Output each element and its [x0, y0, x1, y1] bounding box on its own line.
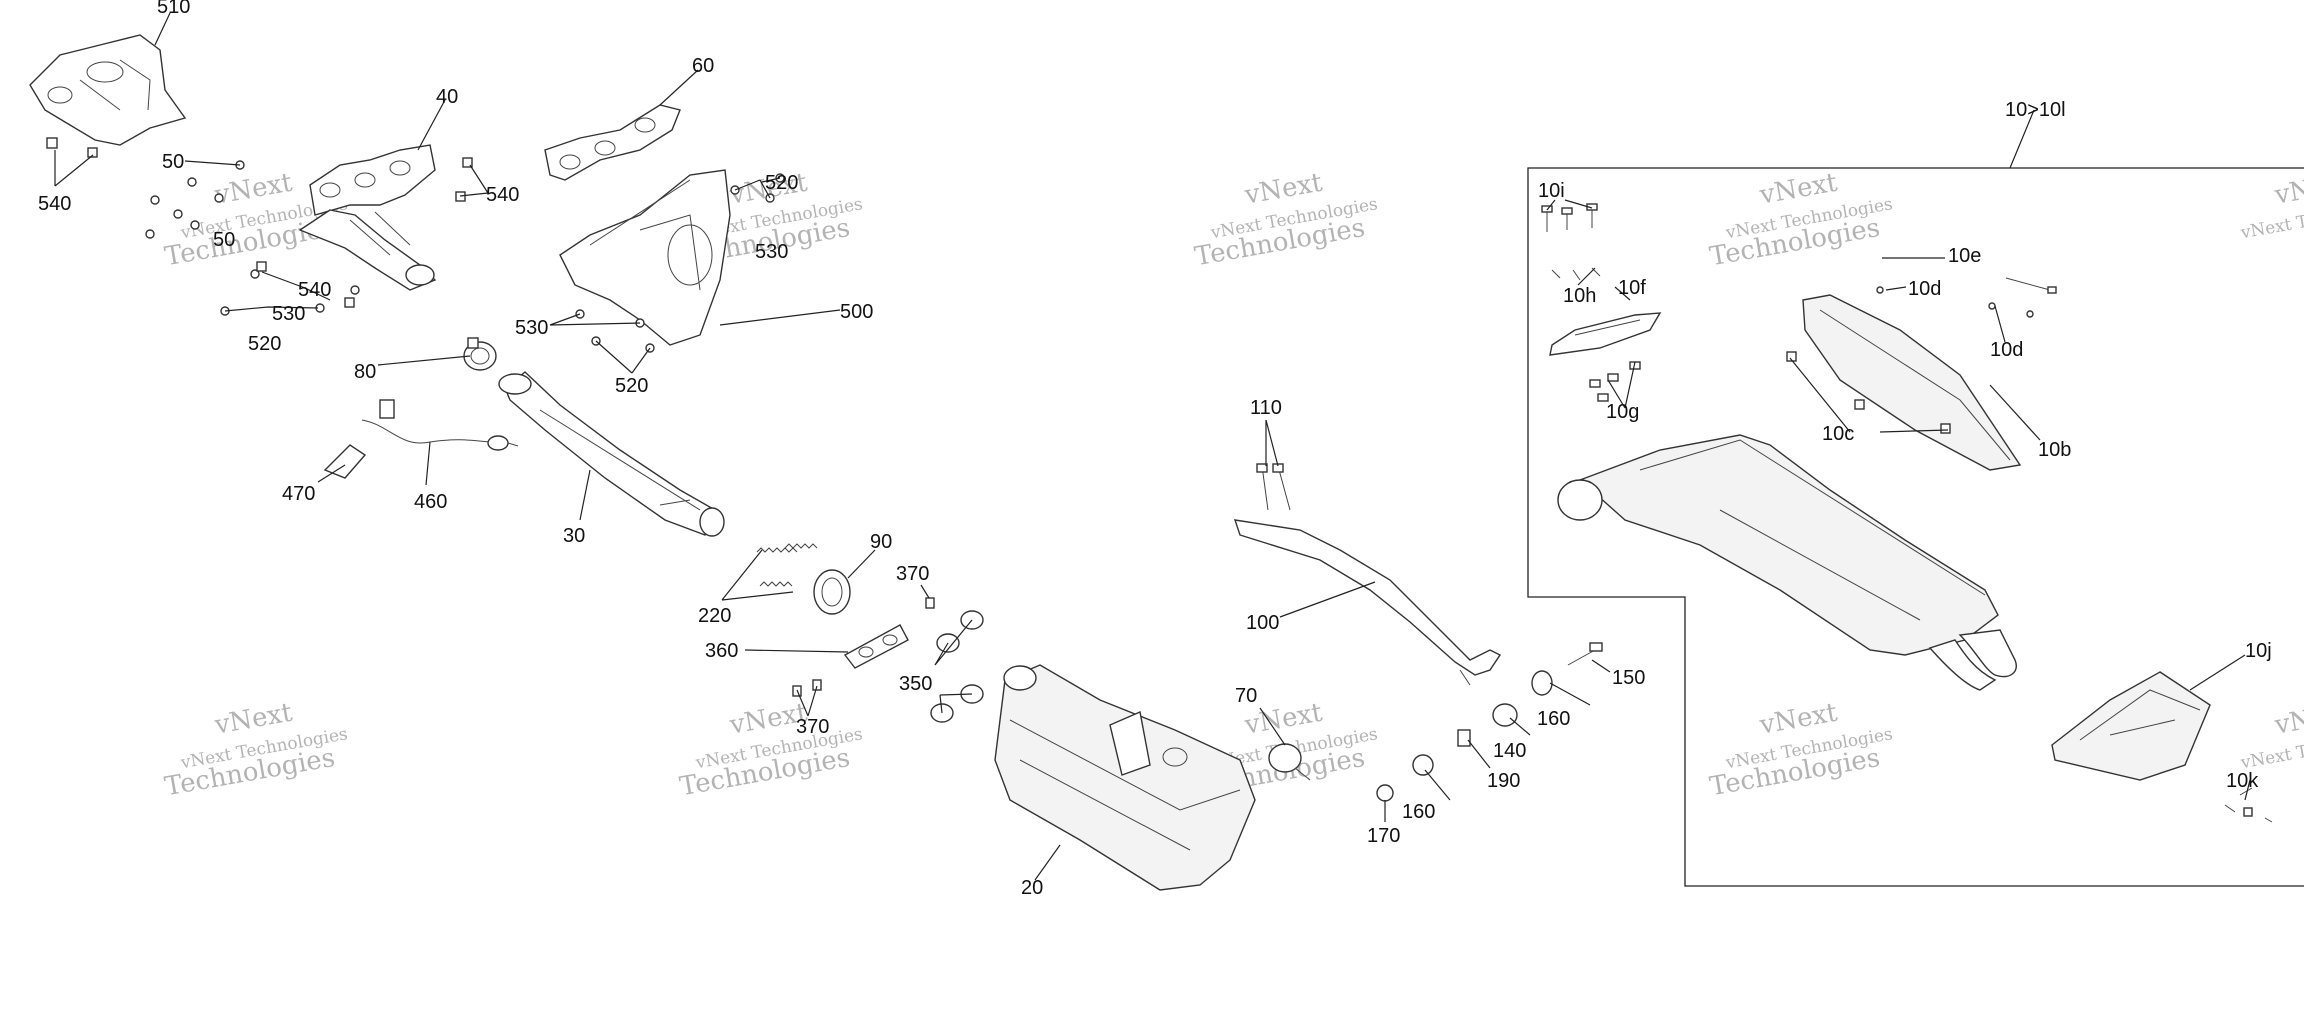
- callout-370-b: 370: [796, 716, 829, 738]
- hardware-10c-10e: [1786, 277, 2057, 434]
- callout-530-b: 530: [755, 241, 788, 263]
- muffler-20: [994, 664, 1256, 891]
- callout-470: 470: [282, 483, 315, 505]
- grommets-350: [930, 610, 984, 723]
- callout-160-b: 160: [1402, 801, 1435, 823]
- callout-30: 30: [563, 525, 585, 547]
- watermark-3: vNext vNext Technologies Technologies: [1193, 168, 1380, 273]
- clamp-80: [463, 337, 497, 371]
- callout-350: 350: [899, 673, 932, 695]
- callout-150: 150: [1612, 667, 1645, 689]
- watermark-9: vNext vNext Technologies Technologies: [1708, 698, 1895, 803]
- callout-10c: 10c: [1822, 423, 1854, 445]
- callout-60: 60: [692, 55, 714, 77]
- callout-530-c: 530: [515, 317, 548, 339]
- callout-20: 20: [1021, 877, 1043, 899]
- bracket-100: [1233, 519, 1502, 686]
- hardware-150-170: [1376, 642, 1603, 802]
- callout-10g: 10g: [1606, 401, 1639, 423]
- callout-90: 90: [870, 531, 892, 553]
- callout-190: 190: [1487, 770, 1520, 792]
- fasteners-500: [220, 173, 785, 353]
- callout-10h: 10h: [1563, 285, 1596, 307]
- watermark-line1: vNext: [1757, 168, 1840, 211]
- callout-70: 70: [1235, 685, 1257, 707]
- heat-shield-10f: [1549, 312, 1662, 356]
- callout-520-c: 520: [615, 375, 648, 397]
- watermark-5: vNext vNext Technologies: [2238, 168, 2304, 244]
- callout-10f: 10f: [1618, 277, 1646, 299]
- watermark-10: vNext vNext Technologies: [2238, 698, 2304, 774]
- muffler-assembly-10: [1557, 434, 2017, 691]
- callout-530-a: 530: [272, 303, 305, 325]
- callout-10d-b: 10d: [1990, 339, 2023, 361]
- watermark-line1: vNext: [212, 698, 295, 741]
- callout-500: 500: [840, 301, 873, 323]
- callout-labels: 510 540 50 50 40 540 60 540 530 520 520 …: [38, 0, 2272, 899]
- watermark-7: vNext vNext Technologies Technologies: [678, 698, 865, 803]
- gasket-60: [544, 104, 681, 181]
- watermark-line1: vNext: [1242, 168, 1325, 211]
- watermark-6: vNext vNext Technologies Technologies: [163, 698, 350, 803]
- watermark-line1: vNext: [2272, 698, 2304, 741]
- watermark-line1: vNext: [212, 168, 295, 211]
- callout-460: 460: [414, 491, 447, 513]
- callout-540-c: 540: [298, 279, 331, 301]
- hardware-10k: [2224, 787, 2273, 823]
- bolts-50: [145, 160, 245, 239]
- springs-220: [756, 543, 818, 587]
- callout-540-b: 540: [486, 184, 519, 206]
- callout-50-a: 50: [162, 151, 184, 173]
- watermark-line1: vNext: [1757, 698, 1840, 741]
- callout-540-a: 540: [38, 193, 71, 215]
- head-pipe-30: [498, 371, 725, 537]
- callout-100: 100: [1246, 612, 1279, 634]
- callout-50-b: 50: [213, 229, 235, 251]
- callout-170: 170: [1367, 825, 1400, 847]
- heat-shield-500: [559, 169, 731, 346]
- callout-510: 510: [157, 0, 190, 18]
- callout-520-a: 520: [248, 333, 281, 355]
- callout-10j: 10j: [2245, 640, 2272, 662]
- callout-140: 140: [1493, 740, 1526, 762]
- callout-10b: 10b: [2038, 439, 2071, 461]
- heat-shield-10b: [1802, 294, 2022, 471]
- callout-10i: 10i: [1538, 180, 1565, 202]
- watermark-line1: vNext: [2272, 168, 2304, 211]
- nut-540a: [46, 137, 98, 158]
- watermark-4: vNext vNext Technologies Technologies: [1708, 168, 1895, 273]
- callout-160-a: 160: [1537, 708, 1570, 730]
- bolts-110: [1256, 463, 1291, 511]
- gasket-ring-90: [813, 569, 851, 615]
- callout-10k: 10k: [2226, 770, 2259, 792]
- oxygen-sensor-460: [323, 399, 519, 479]
- clips-10g: [1589, 361, 1641, 402]
- exhaust-manifold-40: [298, 144, 437, 291]
- callout-520-b: 520: [765, 172, 798, 194]
- callout-220: 220: [698, 605, 731, 627]
- callout-370-a: 370: [896, 563, 929, 585]
- tip-10j: [2051, 671, 2211, 781]
- callout-10-10l: 10>10l: [2005, 99, 2066, 121]
- callout-360: 360: [705, 640, 738, 662]
- leader-lines: [54, 12, 2251, 881]
- heat-shield-510: [29, 34, 187, 146]
- callout-40: 40: [436, 86, 458, 108]
- bolts-10i: [1541, 203, 1598, 232]
- callout-110: 110: [1250, 397, 1282, 419]
- muffler-assembly-box: [1527, 167, 2304, 887]
- callout-80: 80: [354, 361, 376, 383]
- callout-10d-a: 10d: [1908, 278, 1941, 300]
- callout-10e: 10e: [1948, 245, 1981, 267]
